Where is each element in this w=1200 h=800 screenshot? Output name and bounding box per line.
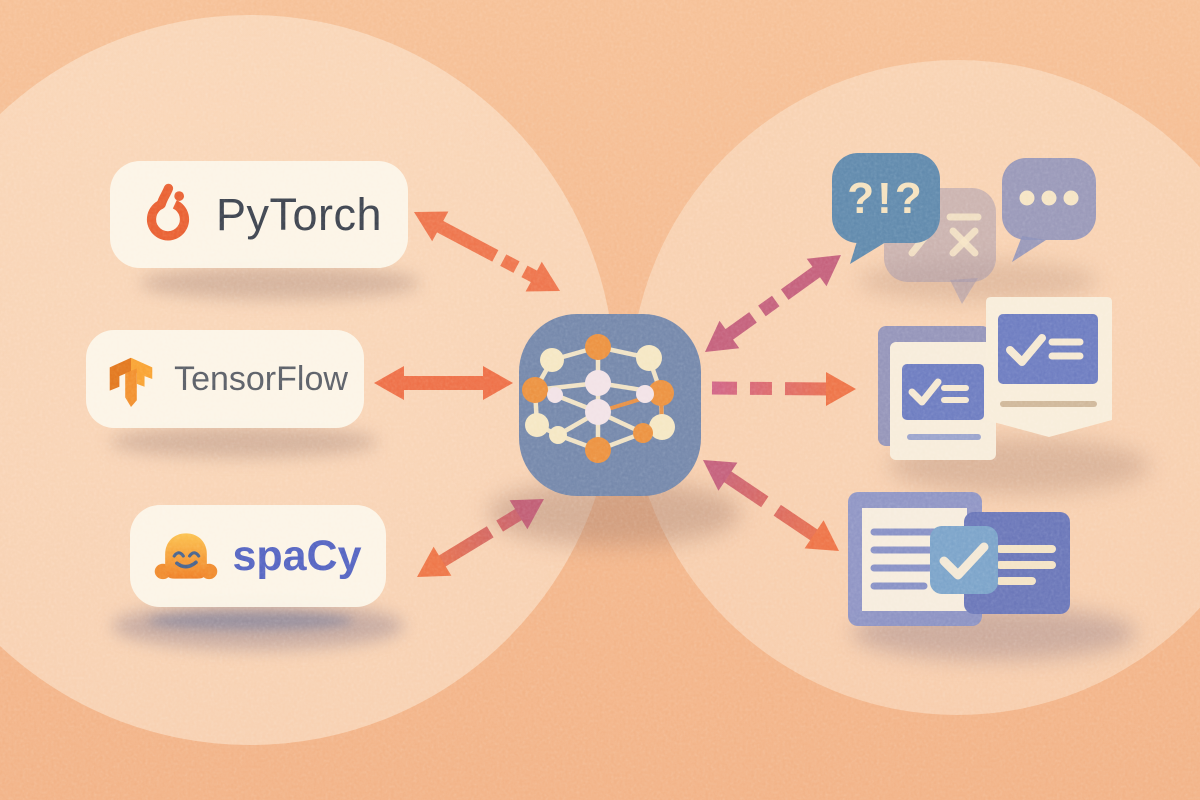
neural-network-graph-icon [522, 334, 675, 463]
pytorch-label: PyTorch [215, 189, 383, 240]
question-bubble-text: ?!? [847, 174, 924, 223]
tensorflow-card: TensorFlow [86, 330, 364, 428]
pytorch-flame-icon [146, 183, 190, 240]
spacy-card: spaCy [130, 505, 386, 607]
checklist-badge-icon [986, 297, 1112, 437]
arrow-spacy-center [417, 499, 544, 577]
checklist-card-icon [890, 342, 996, 460]
spacy-label: spaCy [232, 531, 362, 580]
pytorch-card: PyTorch [110, 161, 408, 268]
check-square-icon [930, 526, 998, 594]
tensorflow-label: TensorFlow [174, 360, 348, 398]
checklists-group [878, 297, 1112, 460]
arrow-tensorflow-center [374, 366, 513, 400]
arrow-center-documents [703, 460, 839, 551]
arrow-pytorch-center [414, 211, 560, 292]
documents-group [848, 492, 1070, 626]
ellipsis-bubble [1002, 158, 1096, 262]
arrow-center-checklists [711, 372, 856, 406]
center-network-tile [519, 314, 701, 496]
spacy-mascot-icon [155, 533, 218, 580]
ellipsis-dots-icon [1019, 190, 1079, 206]
tensorflow-logo-icon [109, 357, 153, 408]
